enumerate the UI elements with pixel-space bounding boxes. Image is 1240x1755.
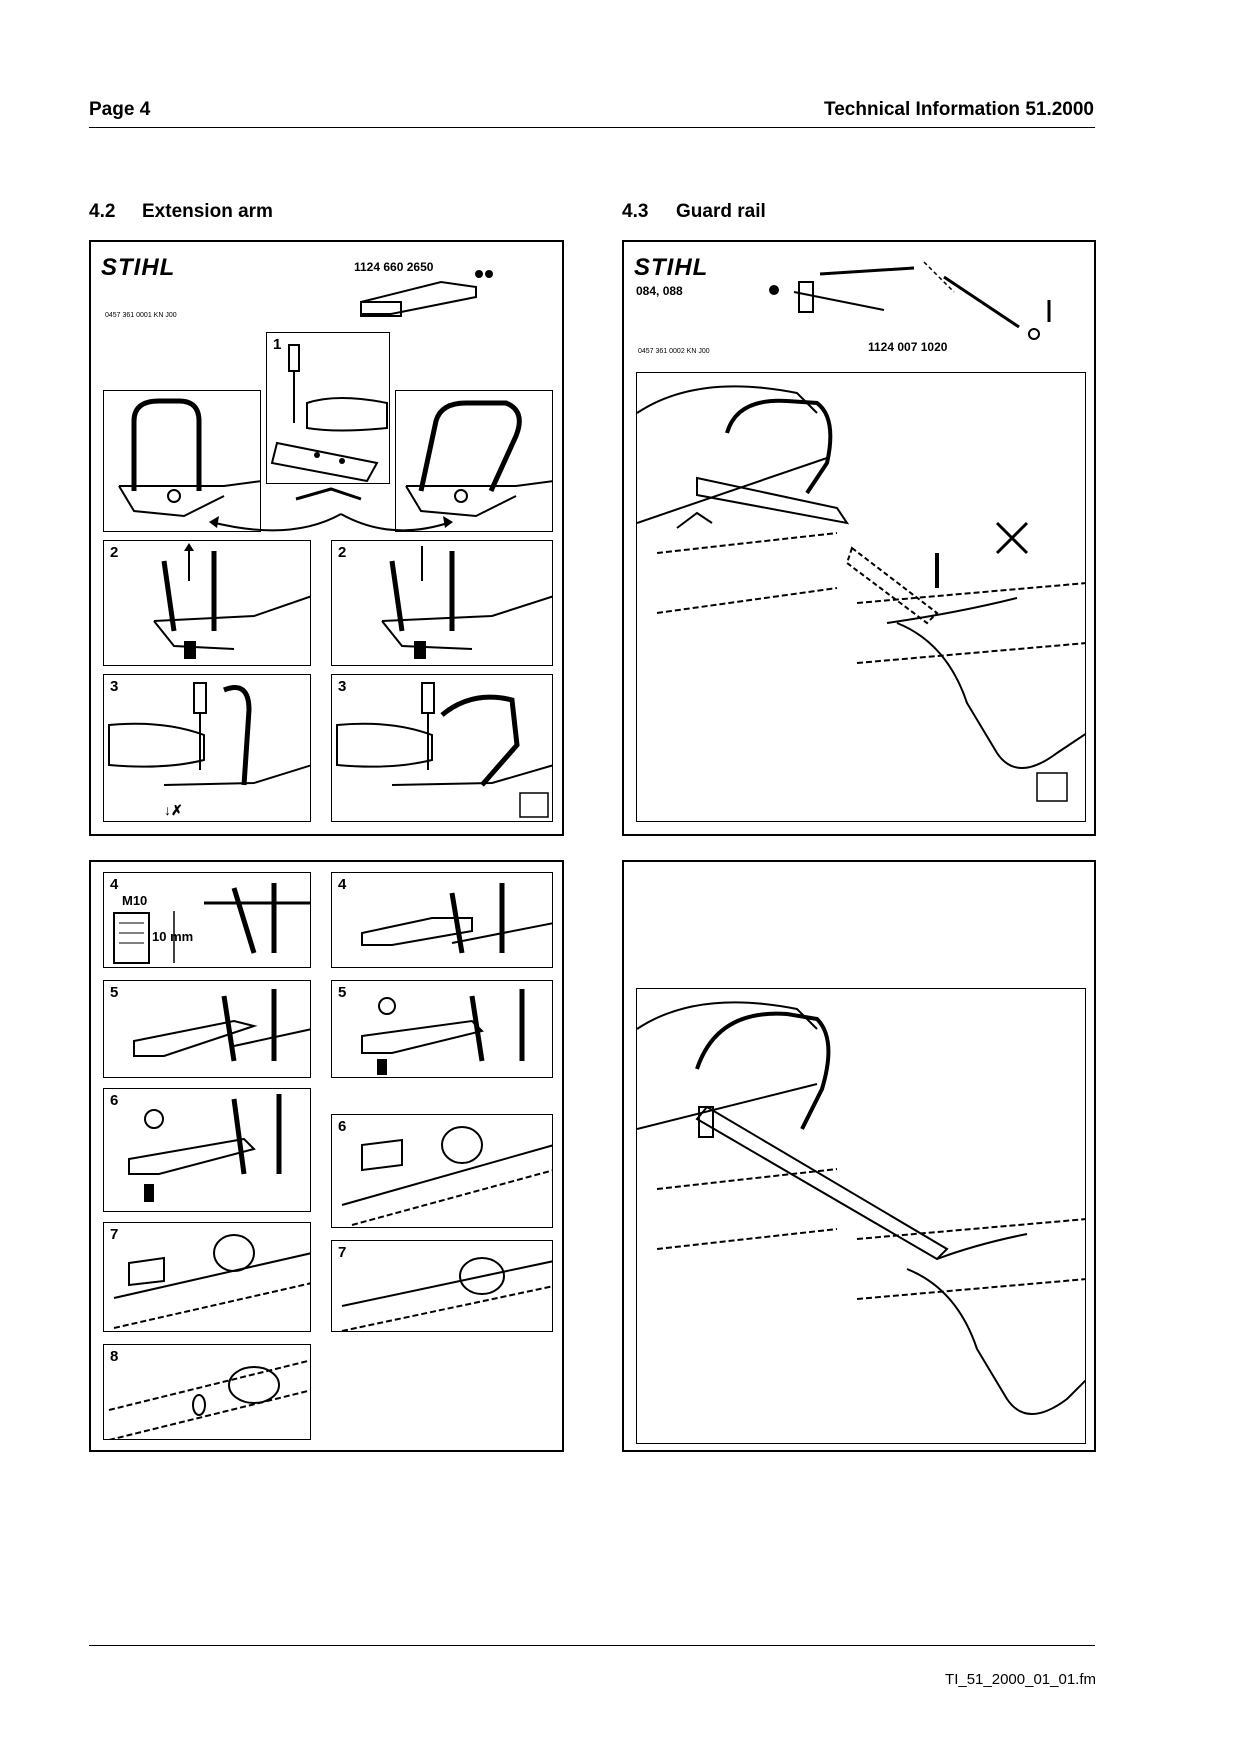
- handle-before-panel: [103, 390, 261, 532]
- swap-arrows: [209, 487, 453, 532]
- part-number: 1124 007 1020: [868, 340, 948, 354]
- step-2b-panel: 2: [331, 540, 553, 666]
- step-8-illustration: [108, 1359, 310, 1439]
- step-label: 4: [110, 876, 119, 893]
- chainsaw-guard-rail-illustration: [637, 385, 1085, 802]
- section-number-extension: 4.2: [89, 201, 116, 222]
- step-label: 3: [110, 678, 119, 695]
- svg-text:↓✗: ↓✗: [164, 802, 183, 818]
- kit-bracket-illustration: [360, 270, 493, 317]
- extension-arm-figure: STIHL 1124 660 2650 0457 361 0001 KN J00…: [89, 240, 564, 836]
- step-3-illustration: ↓✗: [108, 682, 310, 818]
- step-6b-panel: 6: [331, 1114, 553, 1228]
- step-3b-panel: 3: [331, 674, 553, 822]
- section-number-guard: 4.3: [622, 201, 649, 222]
- step-6-illustration: [128, 1094, 282, 1202]
- step-5b-panel: 5: [331, 980, 553, 1078]
- step-2-illustration: [381, 546, 552, 659]
- step-label: 2: [338, 544, 347, 561]
- guard-rail-installed-figure: [622, 860, 1096, 1452]
- stihl-logo: STIHL: [634, 254, 709, 281]
- kit-code: 0457 361 0002 KN J00: [638, 348, 710, 355]
- depth-label: 10 mm: [152, 929, 194, 944]
- guard-rail-installed-panel: [636, 988, 1086, 1444]
- step-label: 3: [338, 678, 347, 695]
- step-label: 6: [338, 1118, 347, 1135]
- page-number: Page 4: [89, 99, 151, 120]
- step-3-illustration: [336, 682, 552, 818]
- handle-illustration: [405, 400, 552, 518]
- file-name: TI_51_2000_01_01.fm: [945, 1671, 1096, 1688]
- chainsaw-guard-rail-installed-illustration: [637, 1001, 1085, 1415]
- document-title: Technical Information 51.2000: [824, 99, 1094, 120]
- handle-illustration: [118, 398, 260, 518]
- step-4a-panel: 4 M10 10 mm: [103, 872, 311, 968]
- step-label: 4: [338, 876, 347, 893]
- guard-rail-installation-panel: [636, 372, 1086, 822]
- section-title-guard: Guard rail: [676, 201, 766, 222]
- step-4b-panel: 4: [331, 872, 553, 968]
- guard-rail-kit-illustration: [769, 261, 1051, 340]
- step-7-illustration: [341, 1257, 552, 1331]
- step-5-illustration: [361, 989, 525, 1075]
- step-label: 8: [110, 1348, 119, 1365]
- step-6a-panel: 6: [103, 1088, 311, 1212]
- step-label: 2: [110, 544, 119, 561]
- guard-rail-figure: STIHL 084, 088 0457 361 0002 KN J00 1124…: [622, 240, 1096, 836]
- thread-size-label: M10: [122, 893, 148, 908]
- step-4-illustration: [113, 883, 310, 964]
- step-label: 5: [338, 984, 347, 1001]
- kit-code: 0457 361 0001 KN J00: [105, 312, 177, 319]
- step-4-illustration: [361, 883, 552, 954]
- step-1-panel: 1: [266, 332, 390, 484]
- step-7-illustration: [113, 1234, 310, 1329]
- step-7a-panel: 7: [103, 1222, 311, 1332]
- step-2a-panel: 2: [103, 540, 311, 666]
- step-5a-panel: 5: [103, 980, 311, 1078]
- section-title-extension: Extension arm: [142, 201, 273, 222]
- step-3a-panel: 3 ↓✗: [103, 674, 311, 822]
- step-label: 5: [110, 984, 119, 1001]
- step-label: 7: [110, 1226, 119, 1243]
- footer-rule: [89, 1645, 1095, 1646]
- step-5-illustration: [133, 989, 310, 1062]
- step-1-illustration: [270, 344, 388, 483]
- part-number: 1124 660 2650: [354, 260, 434, 274]
- stihl-logo: STIHL: [101, 254, 176, 281]
- model-numbers: 084, 088: [636, 284, 683, 298]
- step-6-illustration: [341, 1126, 552, 1226]
- extension-steps-figure: 4 M10 10 mm 4 5 5: [89, 860, 564, 1452]
- step-label: 6: [110, 1092, 119, 1109]
- step-8-panel: 8: [103, 1344, 311, 1440]
- step-7b-panel: 7: [331, 1240, 553, 1332]
- header-rule: [89, 127, 1095, 128]
- step-label: 7: [338, 1244, 347, 1261]
- step-label: 1: [273, 336, 282, 353]
- handle-after-panel: [395, 390, 553, 532]
- step-2-illustration: [153, 543, 310, 659]
